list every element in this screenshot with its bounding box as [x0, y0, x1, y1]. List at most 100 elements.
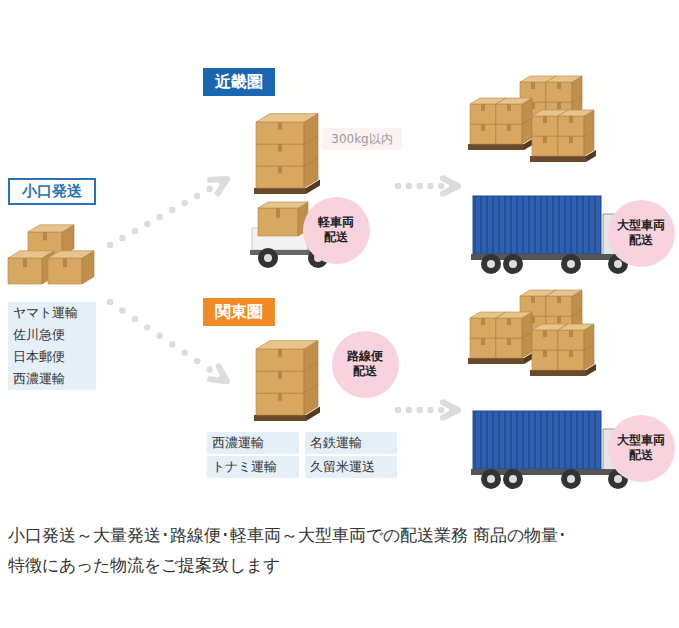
box-front [558, 116, 584, 136]
node-text: 小口発送 [22, 182, 82, 201]
box-tape [507, 104, 511, 111]
pallet [254, 188, 306, 194]
wheel [481, 469, 501, 489]
node-text: 大型車両 配送 [615, 218, 668, 248]
box-top [256, 114, 318, 122]
box-front [532, 116, 558, 136]
pallet [468, 358, 524, 364]
box-front [532, 330, 558, 350]
carrier-cell: 佐川急便 [8, 324, 96, 346]
box-tape [557, 296, 561, 303]
arrow-dot [169, 341, 175, 347]
pallet [254, 415, 306, 421]
node-text: ヤマト運輸 [13, 304, 78, 322]
carrier-cell: トナミ運輸 [207, 456, 299, 478]
box-front [470, 338, 496, 358]
container [473, 196, 601, 254]
carrier-cell: ヤマト運輸 [8, 302, 96, 324]
box-front [258, 208, 298, 236]
box-front [256, 371, 304, 393]
node-text: 300kg以内 [331, 131, 392, 148]
box-top [258, 202, 308, 208]
box-top [256, 341, 318, 349]
arrow-dot [427, 407, 433, 413]
box-tape [507, 318, 511, 325]
box-tape [569, 136, 573, 143]
carrier-cell: 久留米運送 [305, 456, 397, 478]
wheel [503, 254, 523, 274]
delivery-circle: 大型車両 配送 [608, 200, 675, 267]
container [473, 411, 601, 469]
arrow-head [443, 402, 458, 417]
box-top [558, 110, 594, 116]
box-tape [481, 318, 485, 325]
pallet [530, 370, 586, 376]
box-top [546, 290, 582, 296]
box-front [558, 330, 584, 350]
node-text: 関東圏 [215, 302, 263, 323]
box-front [532, 136, 558, 156]
box-front [496, 124, 522, 144]
box-front [256, 349, 304, 371]
box-front [256, 393, 304, 415]
box-tape [278, 393, 282, 401]
wheel [561, 469, 581, 489]
box-tape [507, 124, 511, 131]
delivery-circle: 軽車両 配送 [303, 197, 370, 264]
wheel [481, 254, 501, 274]
delivery-circle: 大型車両 配送 [608, 415, 675, 482]
arrow-dot [406, 407, 412, 413]
carrier-cell: 西濃運輸 [207, 432, 299, 454]
box-tape [278, 144, 282, 152]
label-box: 小口発送 [8, 178, 96, 205]
box-front [532, 350, 558, 370]
box-tape [557, 82, 561, 89]
region-tab: 近畿圏 [203, 68, 275, 96]
pallet [530, 156, 586, 162]
box-tape [543, 350, 547, 357]
node-text: 路線便 配送 [339, 349, 392, 379]
carrier-cell: 西濃運輸 [8, 368, 96, 390]
box-top [496, 312, 532, 318]
node-text: 名鉄運輸 [310, 434, 362, 452]
box-tape [557, 316, 561, 323]
arrow-dot [427, 183, 433, 189]
arrow-dot [157, 214, 163, 220]
box-front [8, 258, 42, 284]
box-tape [278, 371, 282, 379]
wheel [487, 475, 495, 483]
box-tape [481, 104, 485, 111]
arrow-dot [395, 407, 401, 413]
arrow-dot [406, 183, 412, 189]
box-tape [569, 330, 573, 337]
arrow-dot [181, 200, 187, 206]
wheel [258, 248, 278, 268]
arrow-dot [206, 366, 212, 372]
note-box: 300kg以内 [322, 128, 402, 150]
box-top [546, 76, 582, 82]
arrow-dot [438, 183, 444, 189]
box-front [558, 136, 584, 156]
box-tape [557, 102, 561, 109]
box-tape [43, 232, 47, 240]
arrow-dot [169, 207, 175, 213]
wheel [567, 260, 575, 268]
arrow-dot [132, 228, 138, 234]
arrow-dot [181, 349, 187, 355]
box-tape [278, 166, 282, 174]
arrow-dot [194, 193, 200, 199]
arrow-dot [144, 221, 150, 227]
box-front [470, 124, 496, 144]
caption: 小口発送～大量発送･路線便･軽車両～大型車両での配送業務 商品の物量･特徴にあっ… [8, 520, 648, 580]
box-front [546, 82, 572, 102]
box-front [256, 122, 304, 144]
box-front [496, 104, 522, 124]
node-text: 大型車両 配送 [615, 433, 668, 463]
arrow-dot [206, 186, 212, 192]
box-tape [531, 82, 535, 89]
box-front [470, 104, 496, 124]
arrow-head [210, 179, 227, 193]
box-tape [481, 338, 485, 345]
box-tape [278, 349, 282, 357]
box-front [48, 258, 82, 284]
